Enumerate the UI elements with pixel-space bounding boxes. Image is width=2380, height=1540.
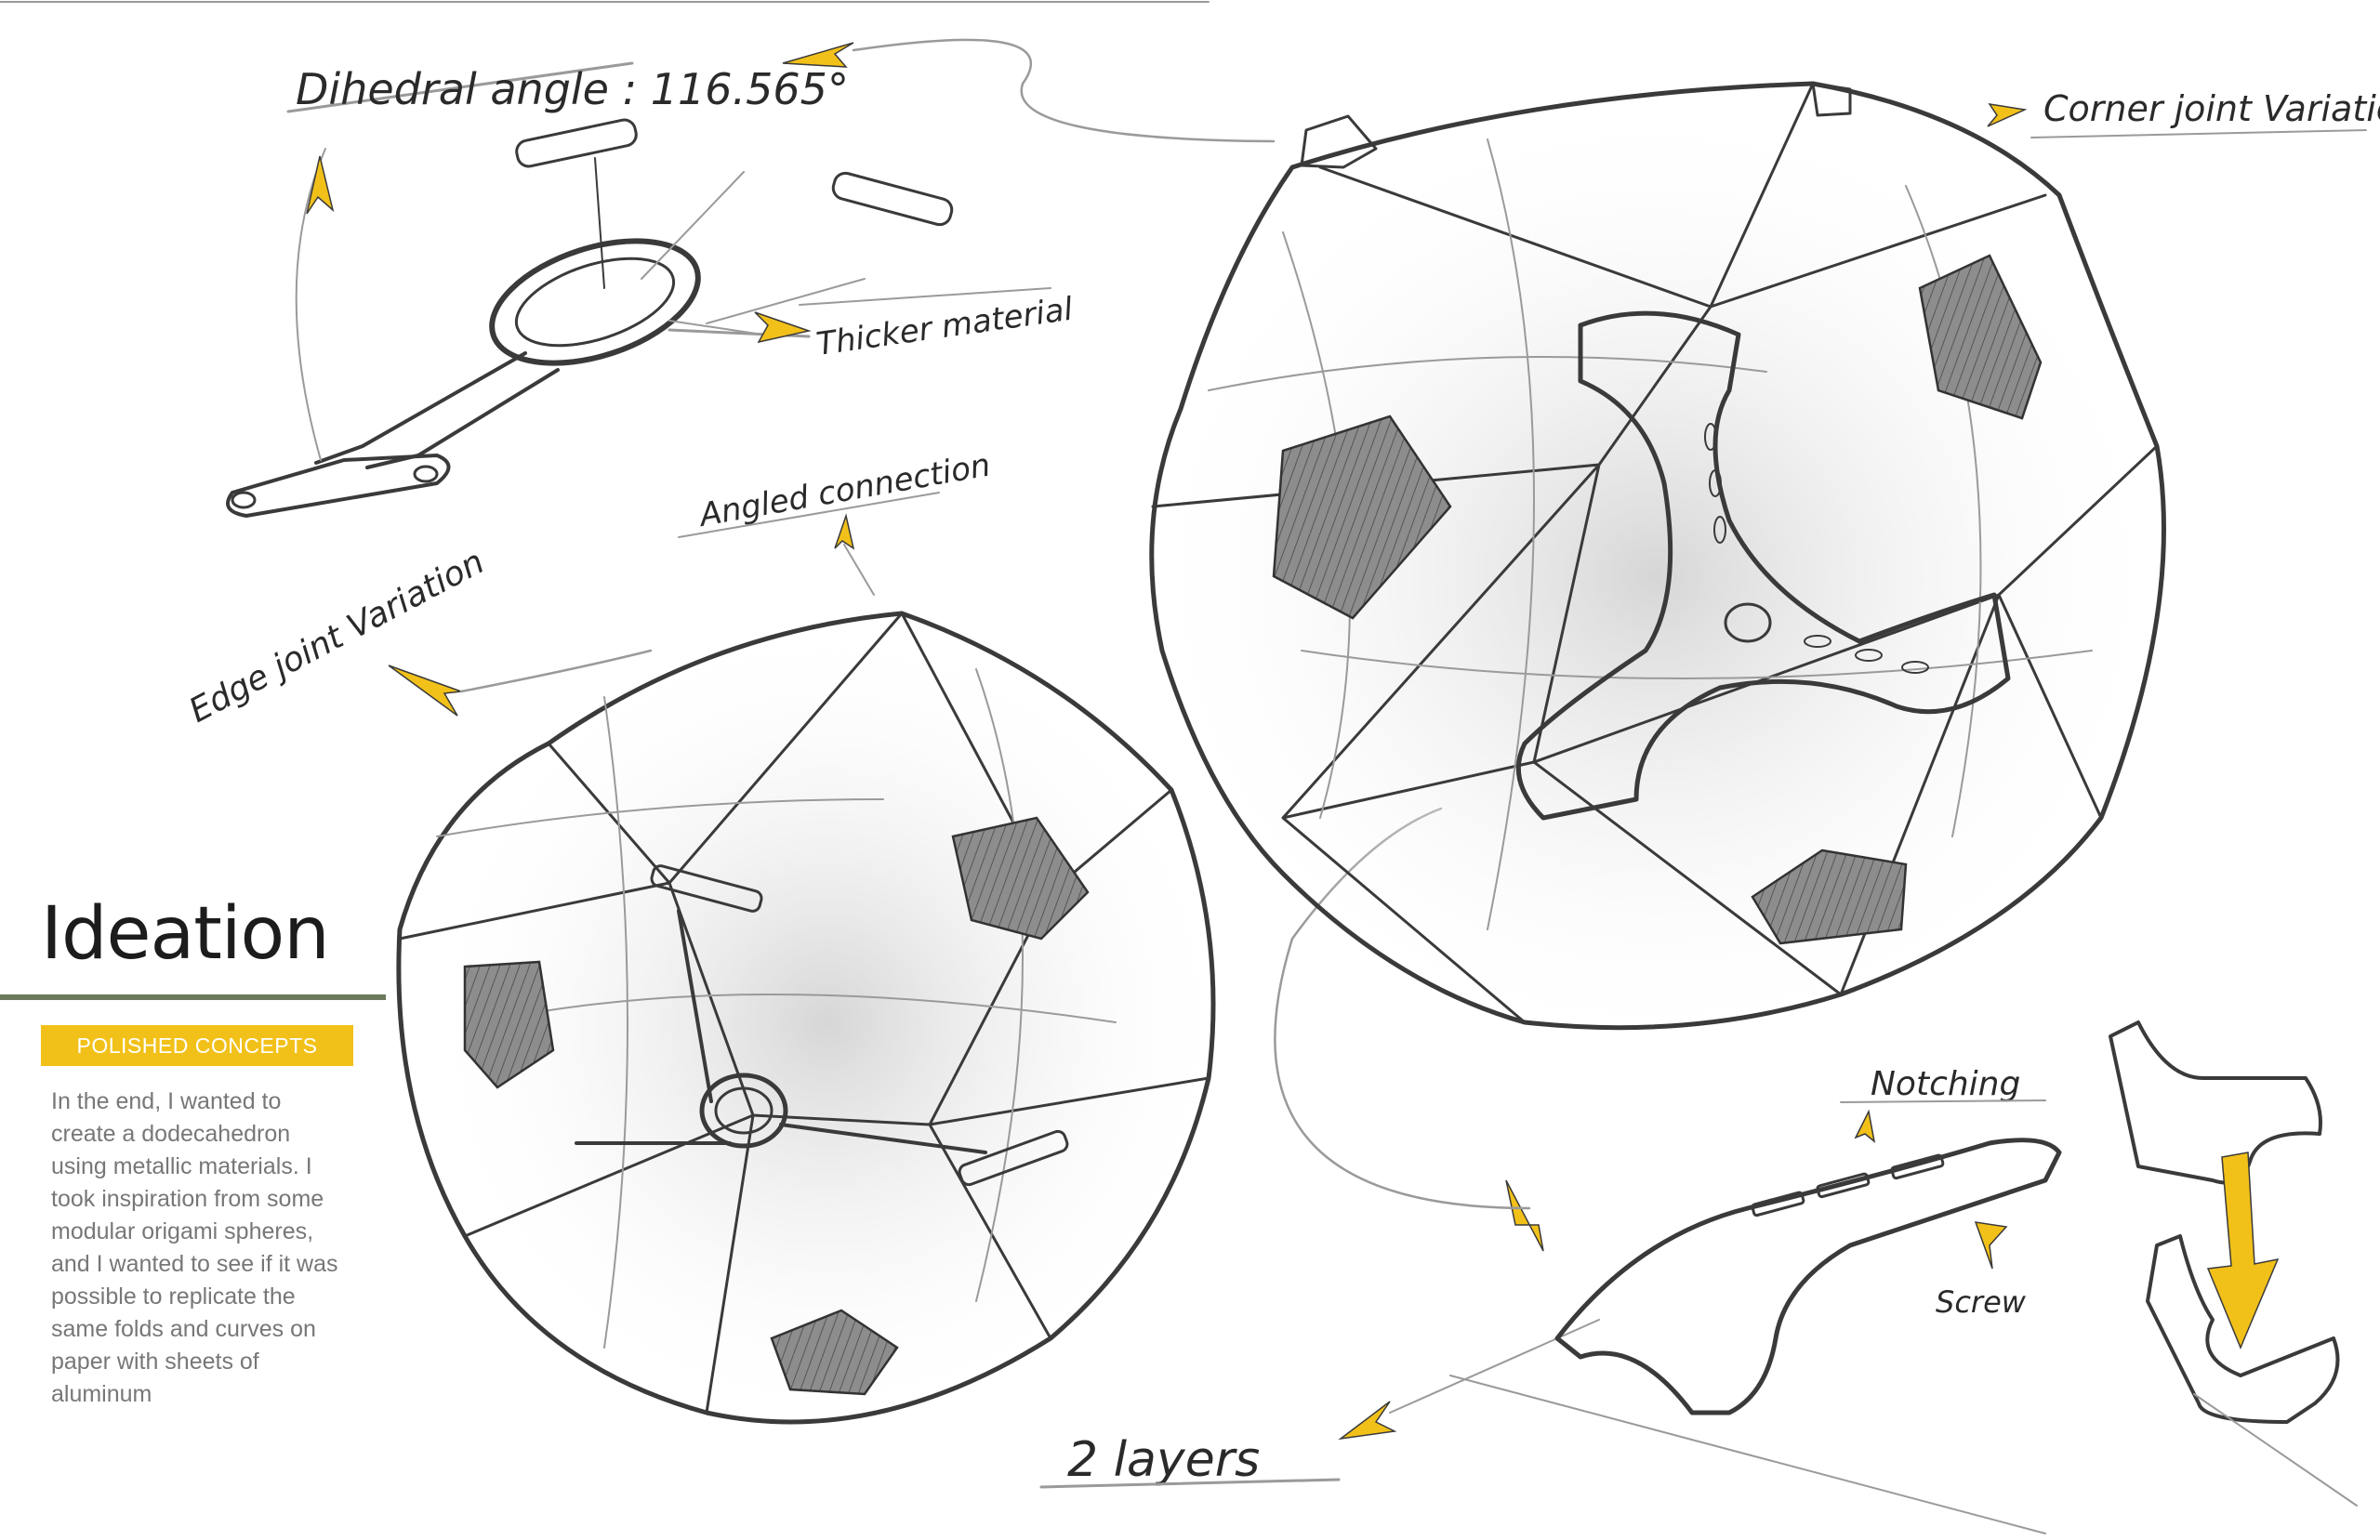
arrow-icon (306, 38, 2028, 1441)
description-text: In the end, I wanted to create a dodecah… (51, 1088, 338, 1407)
page-title: Ideation (41, 892, 330, 976)
edge-joint-sketch (226, 61, 1051, 518)
notching-label: Notching (1871, 1065, 2020, 1103)
dihedral-angle-label: Dihedral angle : 116.565° (296, 64, 849, 114)
title-divider (0, 994, 386, 1000)
notched-joint-sketch (1449, 1020, 2358, 1534)
dodecahedron-sketch-large (1134, 81, 2175, 1060)
section-badge: POLISHED CONCEPTS (41, 1025, 353, 1066)
two-layers-label: 2 layers (1067, 1432, 1260, 1488)
screw-label: Screw (1936, 1284, 2027, 1320)
corner-joint-label: Corner joint Variation (2043, 88, 2380, 129)
dodecahedron-sketch-small (396, 611, 1236, 1431)
